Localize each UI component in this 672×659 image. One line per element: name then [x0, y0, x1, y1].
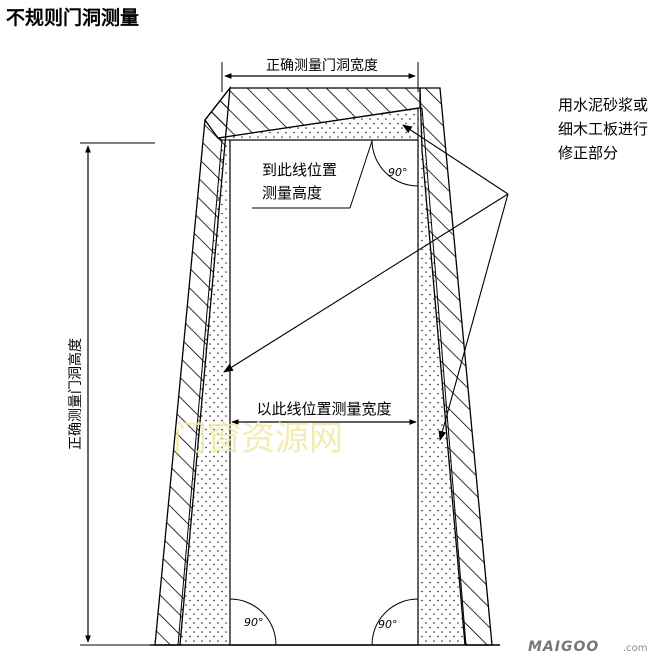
bottom-left-angle-label: 90° [244, 616, 264, 629]
top-angle-arc [371, 139, 419, 187]
height-line-label-2: 测量高度 [262, 184, 322, 202]
top-width-label: 正确测量门洞宽度 [266, 57, 378, 74]
logo-domain: .com [623, 643, 648, 654]
bottom-right-angle-arc [371, 598, 419, 646]
bottom-left-angle-arc [229, 598, 277, 646]
repair-leader-left [223, 193, 509, 373]
corrected-opening [229, 139, 419, 646]
top-angle-label: 90° [388, 166, 408, 179]
repair-leader-top [402, 124, 509, 195]
repair-leader-right [438, 193, 509, 441]
repair-label-2: 细木工板进行 [558, 120, 648, 138]
logo-brand: MAIGOO [528, 639, 599, 655]
width-line-label: 以此线位置测量宽度 [256, 400, 391, 418]
watermark: 门窗资源网 [173, 419, 343, 459]
bottom-right-angle-label: 90° [378, 618, 398, 631]
maigoo-logo: MAIGOO .com [518, 633, 668, 657]
repair-label-3: 修正部分 [558, 144, 618, 162]
repair-label-1: 用水泥砂浆或 [558, 96, 648, 114]
left-height-label: 正确测量门洞高度 [67, 338, 84, 450]
height-line-label-1: 到此线位置 [262, 161, 337, 179]
page-title: 不规则门洞测量 [6, 6, 139, 29]
